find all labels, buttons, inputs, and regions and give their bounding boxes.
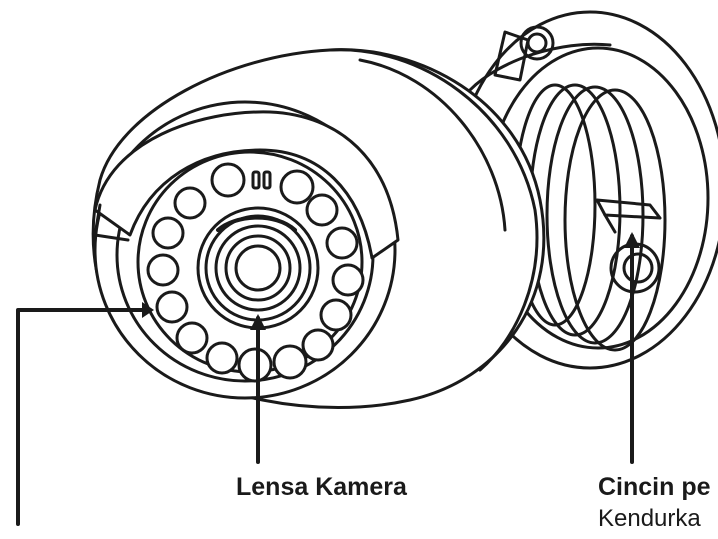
ring-description: Kendurka [598, 505, 701, 532]
ring-label: Cincin pe [598, 473, 711, 501]
lens-label: Lensa Kamera [236, 473, 407, 501]
callout-lines [16, 232, 640, 526]
ir-led-callout-line [16, 308, 152, 526]
camera-lens [196, 206, 320, 330]
ir-led-ring [146, 162, 365, 383]
